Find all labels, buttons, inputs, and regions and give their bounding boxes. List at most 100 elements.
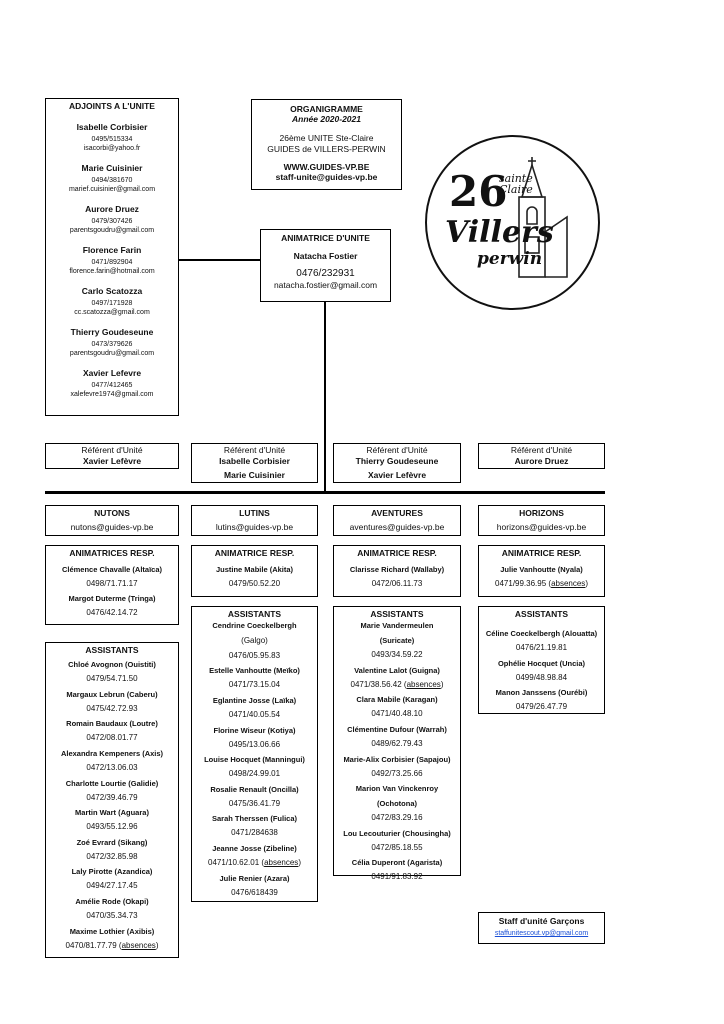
phone-number: 0472/39.46.79: [86, 792, 138, 802]
connector-vertical: [324, 302, 326, 492]
phone-number: 0472/85.18.55: [371, 842, 423, 852]
person-name: Chloé Avognon (Ouistiti): [68, 660, 156, 670]
phone-number: 0476/05.95.83: [228, 650, 281, 660]
person-name: Marie Vandermeulen: [360, 621, 434, 631]
box-title: ANIMATRICE RESP.: [501, 548, 582, 558]
referent-label: Référent d'Unité: [366, 445, 428, 455]
logo-script-sub: perwin: [477, 249, 543, 269]
resp-box-nutons: ANIMATRICES RESP. Clémence Chavalle (Alta…: [45, 545, 179, 625]
adjoint-email[interactable]: marief.cuisinier@gmail.com: [68, 185, 156, 193]
adjoint-name: Marie Cuisinier: [81, 163, 143, 174]
person-name: Manon Janssens (Ourébi): [495, 688, 588, 698]
phone-number: 0471/99.36.95 (absences): [495, 579, 588, 589]
person-name: Charlotte Lourtie (Galidie): [65, 778, 159, 788]
phone-number: 0472/32.85.98: [86, 851, 138, 861]
branch-horizons: HORIZONS horizons@guides-vp.be: [478, 505, 605, 536]
resp-box-aventures: ANIMATRICE RESP.Clarisse Richard (Wallab…: [333, 545, 461, 597]
connector-adjoints: [179, 259, 260, 261]
person-name: Célia Duperont (Agarista): [351, 858, 443, 868]
phone-number: 0495/13.06.66: [228, 739, 281, 749]
branch-name: LUTINS: [239, 508, 270, 518]
assistants-box-aventures: ASSISTANTS Marie Vandermeulen (Suricate) 04…: [333, 606, 461, 881]
person-name: Julie Renier (Azara): [219, 873, 290, 883]
adjoints-title: ADJOINTS A L'UNITE: [69, 101, 155, 111]
person-name: Clémence Chavalle (Altaïca): [61, 565, 163, 575]
phone-number: 0479/54.71.50: [86, 674, 138, 684]
branch-email[interactable]: nutons@guides-vp.be: [70, 522, 154, 533]
branch-email[interactable]: lutins@guides-vp.be: [215, 522, 294, 533]
person-name: Amélie Rode (Okapi): [75, 896, 149, 906]
branch-email[interactable]: aventures@guides-vp.be: [349, 522, 445, 533]
unit-logo: 26 sainte Claire Villers perwin: [425, 135, 600, 310]
phone-number: 0491/91.83.92: [371, 872, 423, 882]
staff-garcons-box: Staff d'unité Garçons staffunitescout.vp…: [478, 912, 605, 944]
staff-garcons-title: Staff d'unité Garçons: [498, 916, 585, 926]
referent-name: Xavier Lefèvre: [367, 470, 427, 481]
logo-church-icon: [518, 157, 568, 278]
phone-number: 0475/42.72.93: [86, 703, 138, 713]
referent-name: Aurore Druez: [514, 456, 569, 467]
phone-number: 0489/62.79.43: [371, 738, 423, 748]
adjoint-phone: 0495/515334: [91, 136, 133, 144]
person-name: Julie Vanhoutte (Nyala): [500, 565, 583, 575]
person-name: Estelle Vanhoutte (Meïko): [209, 666, 300, 676]
adjoint-email[interactable]: isacorbi@yahoo.fr: [83, 144, 141, 152]
phone-number: 0471/10.62.01 (absences): [208, 857, 301, 867]
referent-label: Référent d'Unité: [223, 445, 286, 455]
phone-number: 0471/40.05.54: [228, 709, 281, 719]
resp-box-horizons: ANIMATRICE RESP. Julie Vanhoutte (Nyala) 0…: [478, 545, 605, 597]
absences-link[interactable]: absences: [406, 679, 441, 689]
absences-link[interactable]: absences: [551, 579, 586, 589]
box-title: ASSISTANTS: [370, 609, 424, 619]
phone-number: 0476/618439: [231, 887, 278, 897]
person-name: Jeanne Josse (Zibeline): [212, 843, 297, 853]
adjoint-email[interactable]: cc.scatozza@gmail.com: [74, 308, 150, 316]
phone-number: 0493/34.59.22: [371, 650, 423, 660]
animatrice-name: Natacha Fostier: [293, 251, 358, 262]
header-website[interactable]: WWW.GUIDES-VP.BE: [283, 161, 370, 172]
person-name: Margaux Lebrun (Caberu): [66, 689, 158, 699]
header-email[interactable]: staff-unite@guides-vp.be: [275, 171, 378, 182]
phone-number: 0494/27.17.45: [86, 881, 138, 891]
referent-name: Marie Cuisinier: [224, 470, 285, 481]
box-title: ANIMATRICES RESP.: [69, 548, 155, 558]
phone-number: 0472/08.01.77: [86, 733, 138, 743]
person-name: Clémentine Dufour (Warrah): [347, 724, 447, 734]
box-title: ASSISTANTS: [85, 645, 139, 655]
absences-link[interactable]: absences: [121, 940, 156, 950]
phone-number: 0498/24.99.01: [228, 769, 281, 779]
animatrice-title: ANIMATRICE D'UNITE: [281, 233, 370, 243]
person-name: Romain Baudaux (Loutre): [66, 719, 158, 729]
adjoint-phone: 0471/892904: [91, 259, 133, 267]
adjoint-name: Carlo Scatozza: [81, 286, 143, 297]
adjoint-name: Xavier Lefevre: [82, 368, 142, 378]
absences-link[interactable]: absences: [264, 857, 299, 867]
phone-number: 0493/55.12.96: [86, 822, 138, 832]
phone-number: 0471/40.48.10: [371, 709, 423, 719]
adjoint-email[interactable]: xalefevre1974@gmail.com: [70, 390, 154, 398]
animatrice-email[interactable]: natacha.fostier@gmail.com: [273, 280, 378, 291]
referent-name: Isabelle Corbisier: [219, 456, 290, 467]
connector-horizontal: [45, 491, 605, 494]
branch-name: HORIZONS: [519, 508, 564, 518]
adjoint-email[interactable]: florence.farin@hotmail.com: [69, 267, 155, 275]
phone-number: 0471/73.15.04: [228, 680, 281, 690]
adjoint-email[interactable]: parentsgoudru@gmail.com: [69, 226, 155, 234]
adjoint-email[interactable]: parentsgoudru@gmail.com: [69, 349, 155, 357]
person-name: (Galgo): [241, 636, 268, 646]
assistants-box-nutons: ASSISTANTS Chloé Avognon (Ouistiti) 0479/5…: [45, 642, 179, 958]
branch-lutins: LUTINS lutins@guides-vp.be: [191, 505, 318, 536]
box-title: ANIMATRICE RESP.: [357, 548, 437, 558]
phone-number: 0479/26.47.79: [515, 702, 568, 712]
adjoint-phone: 0473/379626: [91, 341, 133, 349]
person-name: (Suricate): [379, 636, 415, 646]
branch-email[interactable]: horizons@guides-vp.be: [496, 522, 587, 533]
person-name: Zoé Evrard (Sikang): [76, 837, 148, 847]
person-name: Cendrine Coeckelbergh: [212, 621, 297, 631]
box-title: ASSISTANTS: [514, 609, 569, 619]
staff-garcons-email[interactable]: staffunitescout.vp@gmail.com: [494, 930, 589, 938]
person-name: Valentine Lalot (Guigna): [354, 665, 440, 675]
